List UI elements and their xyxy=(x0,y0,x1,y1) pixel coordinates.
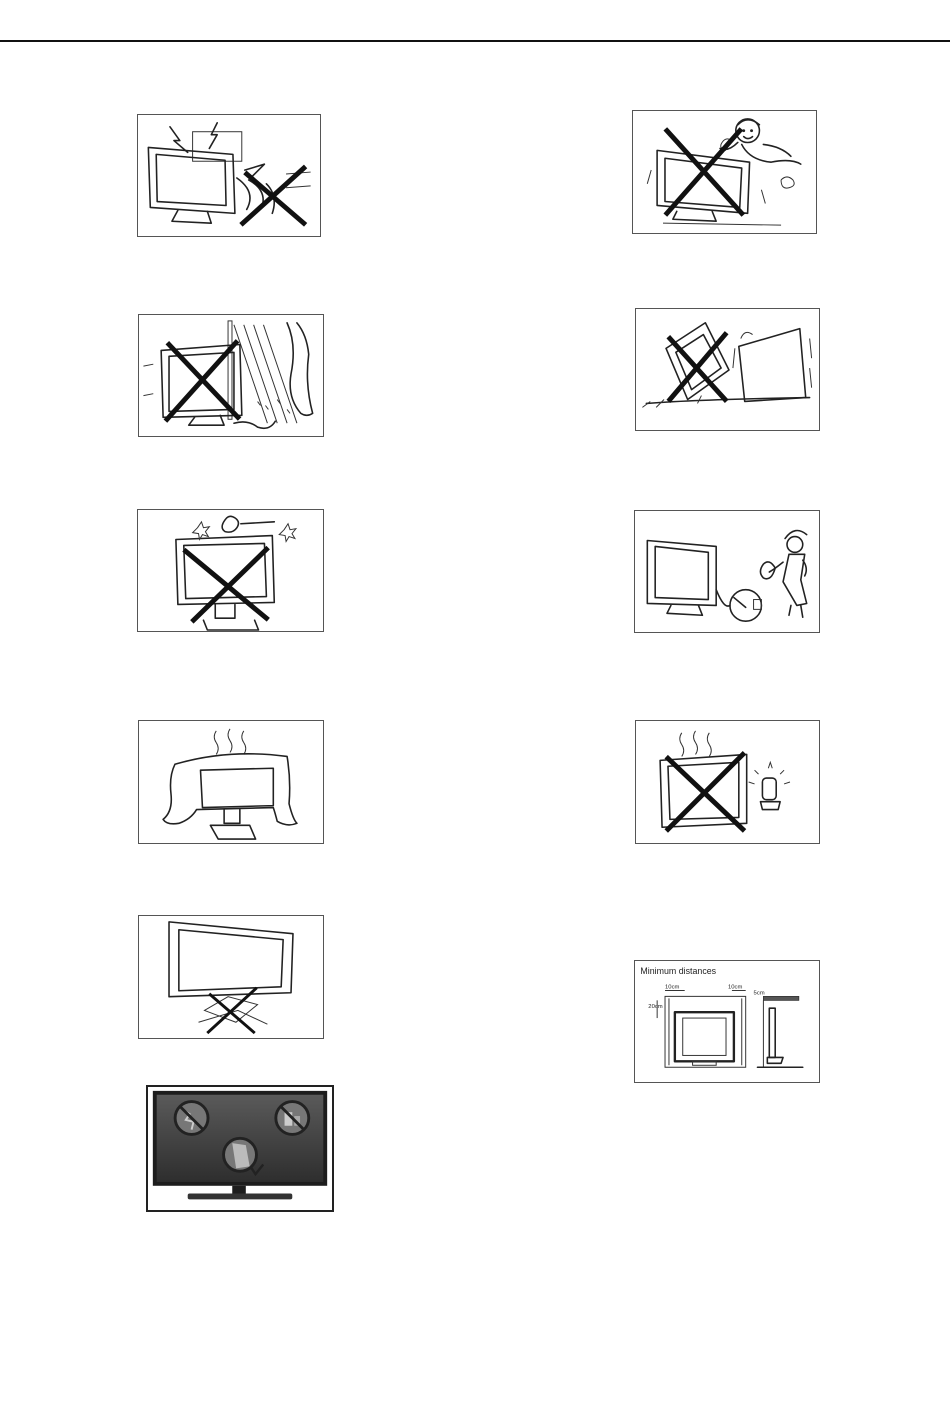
rain-window-tv-icon xyxy=(139,315,323,436)
improper-stand-tv-icon xyxy=(139,916,323,1038)
illustration-screen-care xyxy=(146,1085,334,1212)
no-chemicals-icon xyxy=(276,1102,309,1135)
distance-side-label: 10cm xyxy=(728,985,742,991)
child-pushing-tv-icon xyxy=(633,111,816,233)
distance-left-label: 20cm xyxy=(648,1004,662,1010)
header-rule xyxy=(0,40,950,42)
illustration-covered-tv xyxy=(138,720,324,844)
no-spray-icon xyxy=(175,1102,208,1135)
illustration-heat-source xyxy=(635,720,820,844)
illustration-lightning-storm xyxy=(137,114,321,237)
illustration-object-impact xyxy=(137,509,324,632)
minimum-distances-title: Minimum distances xyxy=(640,966,716,976)
illustration-minimum-distances: Minimum distances 10cm 10cm 20cm 5cm xyxy=(634,960,820,1083)
distance-back-label: 5cm xyxy=(754,990,765,996)
impact-top-tv-icon xyxy=(138,510,323,631)
illustration-unplug-cord xyxy=(634,510,820,633)
lightning-storm-tv-icon xyxy=(138,115,320,236)
illustration-unstable-surface xyxy=(635,308,820,431)
unstable-surface-icon xyxy=(636,309,819,430)
distance-top-label: 10cm xyxy=(665,985,679,991)
cloth-covered-tv-icon xyxy=(139,721,323,843)
woman-unplugging-cord-icon xyxy=(635,511,819,632)
illustration-rain-window xyxy=(138,314,324,437)
heater-near-tv-icon xyxy=(636,721,819,843)
screen-care-tv-icon xyxy=(148,1087,332,1210)
illustration-improper-stand xyxy=(138,915,324,1039)
minimum-distances-icon: Minimum distances 10cm 10cm 20cm 5cm xyxy=(635,961,819,1082)
illustration-child-pushing-tv xyxy=(632,110,817,234)
